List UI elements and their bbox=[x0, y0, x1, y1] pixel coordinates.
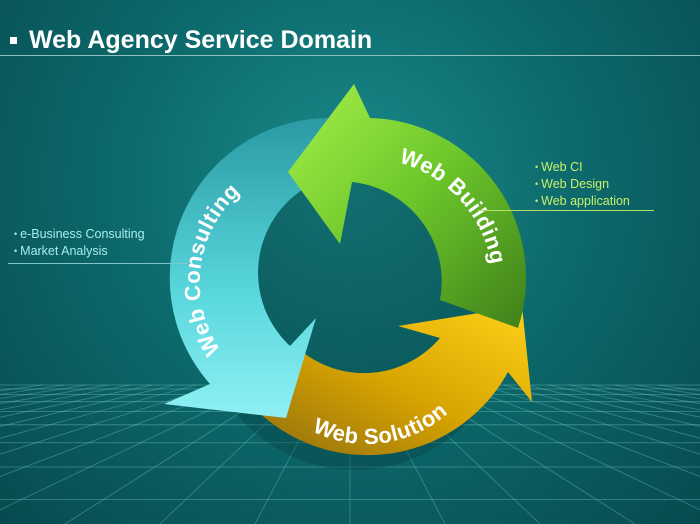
consulting-callout-leader bbox=[8, 263, 188, 264]
building-callout-leader bbox=[478, 210, 654, 211]
grid-line bbox=[569, 384, 700, 411]
grid-line bbox=[437, 384, 700, 511]
consulting-callout: e-Business Consulting Market Analysis bbox=[14, 226, 145, 260]
title-divider bbox=[0, 55, 700, 56]
callout-item: Market Analysis bbox=[14, 243, 145, 260]
grid-line bbox=[525, 384, 700, 427]
title-bullet-icon bbox=[10, 37, 17, 44]
grid-line bbox=[503, 384, 700, 439]
callout-item: Web CI bbox=[535, 159, 630, 176]
page-title: Web Agency Service Domain bbox=[10, 26, 372, 55]
callout-item: Web Design bbox=[535, 176, 630, 193]
callout-item: Web application bbox=[535, 193, 630, 210]
grid-line bbox=[0, 384, 131, 411]
web-consulting-arrow bbox=[164, 117, 336, 418]
grid-line bbox=[481, 384, 700, 455]
grid-line bbox=[547, 384, 700, 418]
grid-line bbox=[0, 384, 175, 427]
grid-line bbox=[0, 384, 241, 477]
web-solution-arrow bbox=[236, 306, 532, 456]
callout-item: e-Business Consulting bbox=[14, 226, 144, 243]
grid-line bbox=[0, 384, 197, 439]
page-title-text: Web Agency Service Domain bbox=[29, 26, 373, 54]
building-callout: Web CI Web Design Web application bbox=[535, 159, 630, 210]
grid-line bbox=[0, 384, 153, 418]
grid-line bbox=[459, 384, 700, 477]
web-building-arrow bbox=[288, 84, 527, 328]
grid-line bbox=[0, 384, 219, 455]
